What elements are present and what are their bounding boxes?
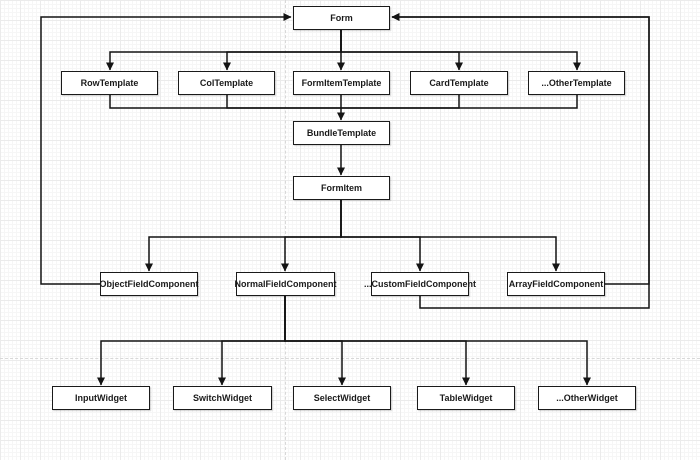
node-label-other-template: ...OtherTemplate xyxy=(541,77,612,88)
node-select-widget[interactable]: SelectWidget xyxy=(293,386,391,410)
node-label-object-field: ObjectFieldComponent xyxy=(99,278,199,289)
node-label-array-field: ArrayFieldComponent xyxy=(508,278,604,289)
node-label-form: Form xyxy=(330,12,353,23)
edge-object-field-to-form xyxy=(40,13,292,285)
node-label-switch-widget: SwitchWidget xyxy=(193,392,252,403)
node-form-item-template[interactable]: FormItemTemplate xyxy=(293,71,390,95)
node-form-item[interactable]: FormItem xyxy=(293,176,390,200)
node-label-table-widget: TableWidget xyxy=(439,392,493,403)
node-table-widget[interactable]: TableWidget xyxy=(417,386,515,410)
node-array-field[interactable]: ArrayFieldComponent xyxy=(507,272,605,296)
edges-group xyxy=(40,13,650,386)
page-guide-horizontal xyxy=(0,358,700,359)
node-normal-field[interactable]: NormalFieldComponent xyxy=(234,272,337,296)
node-label-card-template: CardTemplate xyxy=(429,77,489,88)
edge-col-template-to-bundle xyxy=(226,95,341,109)
node-input-widget[interactable]: InputWidget xyxy=(52,386,150,410)
node-label-custom-field: ...CustomFieldComponent xyxy=(364,278,476,289)
node-label-normal-field: NormalFieldComponent xyxy=(234,278,337,289)
node-bundle-template[interactable]: BundleTemplate xyxy=(293,121,390,145)
node-object-field[interactable]: ObjectFieldComponent xyxy=(99,272,199,296)
node-other-template[interactable]: ...OtherTemplate xyxy=(528,71,625,95)
node-label-other-widget: ...OtherWidget xyxy=(556,392,618,403)
node-card-template[interactable]: CardTemplate xyxy=(410,71,508,95)
edge-form-to-card-template xyxy=(340,30,463,71)
node-custom-field[interactable]: ...CustomFieldComponent xyxy=(364,272,476,296)
node-label-form-item: FormItem xyxy=(320,182,362,193)
edge-form-to-col-template xyxy=(223,30,342,71)
node-label-col-template: ColTemplate xyxy=(199,77,254,88)
node-col-template[interactable]: ColTemplate xyxy=(178,71,275,95)
node-label-row-template: RowTemplate xyxy=(80,77,139,88)
page-guide-vertical xyxy=(285,0,286,460)
edge-other-template-to-bundle xyxy=(341,95,578,109)
edge-normal-field-to-switch-widget xyxy=(218,296,286,386)
node-switch-widget[interactable]: SwitchWidget xyxy=(173,386,272,410)
edge-normal-field-to-other-widget xyxy=(284,296,591,386)
edge-array-field-to-form xyxy=(391,13,650,285)
edge-form-item-to-custom-field xyxy=(340,200,424,272)
node-form[interactable]: Form xyxy=(293,6,390,30)
node-label-select-widget: SelectWidget xyxy=(313,392,371,403)
edge-custom-field-to-form xyxy=(391,13,650,309)
node-label-bundle-template: BundleTemplate xyxy=(306,127,377,138)
edge-form-item-to-object-field xyxy=(145,200,342,272)
node-label-input-widget: InputWidget xyxy=(75,392,127,403)
edge-form-to-row-template xyxy=(106,30,342,71)
edge-form-item-to-normal-field xyxy=(281,200,342,272)
edge-card-template-to-bundle xyxy=(341,95,460,109)
edge-form-to-other-template xyxy=(340,30,581,71)
edge-row-template-to-bundle xyxy=(109,95,341,109)
edge-form-item-to-array-field xyxy=(340,200,560,272)
node-label-form-item-template: FormItemTemplate xyxy=(301,77,382,88)
node-other-widget[interactable]: ...OtherWidget xyxy=(538,386,636,410)
node-row-template[interactable]: RowTemplate xyxy=(61,71,158,95)
